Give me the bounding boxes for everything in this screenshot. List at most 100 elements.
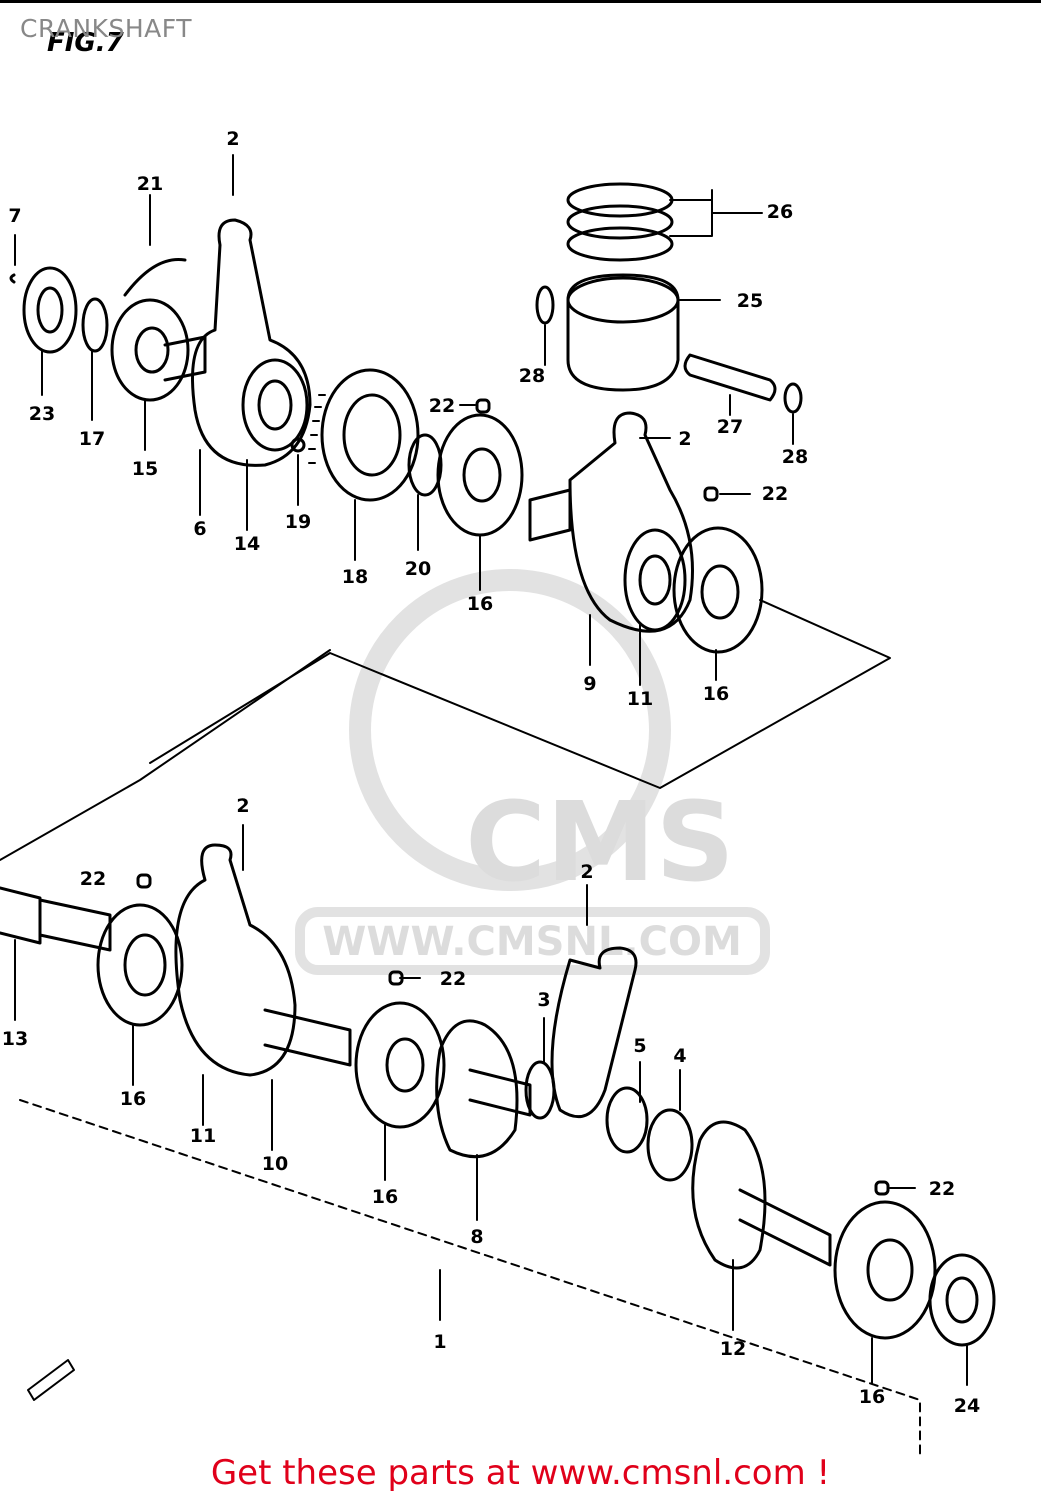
arrow-icon [27,1359,75,1401]
callout-22-e: 22 [929,1178,955,1200]
watermark-logo: CMS [465,778,734,906]
bearing-15 [110,298,190,402]
callout-22-c: 22 [80,868,106,890]
bearing-16-b-bore [700,564,740,620]
bearing-16-d [354,1001,446,1129]
bearing-16-b [672,526,764,654]
callout-1: 1 [433,1331,446,1353]
ring-26-mid [566,204,674,240]
circlip-17 [81,297,109,353]
callout-22-b: 22 [762,483,788,505]
watermark-banner [295,907,770,975]
shaft-center [468,1068,532,1117]
callout-11-a: 11 [627,688,653,710]
needle-bearing-5 [605,1086,649,1154]
assembly-outline-lower [19,1099,921,1456]
crank-web-10 [174,843,297,1077]
gear-18 [320,368,420,502]
crank-web-8 [435,1019,519,1159]
bearing-16-c [96,903,184,1027]
washer-4 [646,1108,694,1182]
bearing-16-c-bore [123,933,167,997]
callout-2-a: 2 [226,128,239,150]
callout-18: 18 [342,566,368,588]
crankpin-lower [263,1008,352,1067]
callout-26: 26 [767,201,793,223]
callout-22-a: 22 [429,395,455,417]
pin-22-a [475,398,491,414]
pin-22-b [703,486,719,502]
oil-seal-23 [22,266,78,354]
ring-26-bottom [566,226,674,262]
piston-25-crown [566,276,680,324]
callout-2-c: 2 [236,795,249,817]
bearing-16-d-bore [385,1037,425,1093]
bearing-16-a-bore [462,447,502,503]
key-7 [9,273,16,284]
callout-16-d: 16 [372,1186,398,1208]
crank-web-11-bore [638,554,672,606]
top-border [0,0,1041,3]
c-ring-21 [123,257,187,297]
callout-2-b: 2 [678,428,691,450]
clip-28-b [783,382,803,414]
callout-13: 13 [2,1028,28,1050]
crank-web-14-bore [257,379,293,431]
callout-4: 4 [673,1045,686,1067]
shaft-13-body [38,898,112,952]
pin-22-c [136,873,152,889]
shaft-right [738,1188,832,1267]
oil-seal-24 [928,1253,996,1347]
conrod-2-d [550,946,638,1119]
callout-12: 12 [720,1338,746,1360]
callout-7: 7 [8,205,21,227]
pin-22-e [874,1180,890,1196]
pin-19 [290,437,306,453]
callout-21: 21 [137,173,163,195]
callout-15: 15 [132,458,158,480]
bearing-15-bore [134,326,170,374]
clip-28-a [535,285,555,325]
callout-2-d: 2 [580,861,593,883]
callout-11-b: 11 [190,1125,216,1147]
callout-28-b: 28 [782,446,808,468]
callout-9: 9 [583,673,596,695]
piston-pin-27 [683,353,777,402]
page-title: CRANKSHAFT [20,14,192,43]
callout-16-e: 16 [859,1386,885,1408]
callout-16-b: 16 [703,683,729,705]
gear-18-hub [342,393,402,477]
assembly-outline-left [0,649,331,861]
callout-19: 19 [285,511,311,533]
get-parts-link[interactable]: Get these parts at www.cmsnl.com ! [210,1453,831,1493]
callout-25: 25 [737,290,763,312]
bearing-16-a [436,413,524,537]
crank-web-9 [568,411,694,633]
bearing-16-e-bore [866,1238,914,1302]
oil-seal-23-bore [36,286,64,334]
watermark-url: WWW.CMSNL.COM [322,919,742,965]
cms-watermark: CMS WWW.CMSNL.COM [295,569,770,975]
washer-20 [407,433,443,497]
ring-bracket [669,189,763,237]
callout-28-a: 28 [519,365,545,387]
callout-17: 17 [79,428,105,450]
shaft-stub-right [528,488,572,542]
callout-labels: 2 21 7 23 17 15 6 14 19 18 20 22 16 26 2… [2,128,980,1417]
gear-teeth [308,394,326,464]
crank-web-11 [623,528,687,632]
crank-web-12 [691,1120,767,1270]
callout-3: 3 [537,989,550,1011]
callout-16-c: 16 [120,1088,146,1110]
watermark-ring [349,569,671,891]
bearing-16-e [833,1200,937,1340]
callout-5: 5 [633,1035,646,1057]
callout-27: 27 [717,416,743,438]
callout-22-d: 22 [440,968,466,990]
crank-web-14 [241,358,309,452]
assembly-outline-upper [149,599,891,789]
shaft-stub-left [163,335,207,382]
callout-20: 20 [405,558,431,580]
callout-8: 8 [470,1226,483,1248]
callout-14: 14 [234,533,260,555]
